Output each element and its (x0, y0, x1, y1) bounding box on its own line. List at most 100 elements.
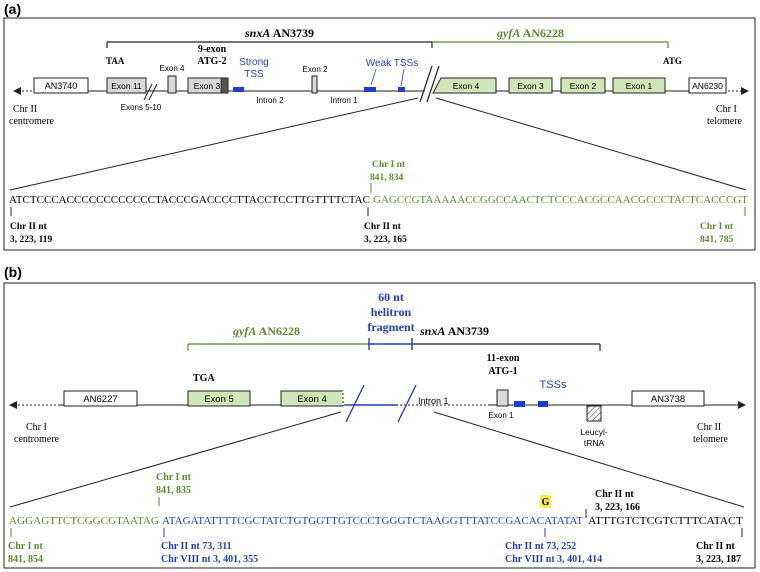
zoom-line-right-b (433, 411, 745, 508)
seq-a-chr2: ATCTCCCACCCCCCCCCCCCTACCCGACCCCTTACCTCCT… (9, 195, 370, 206)
helitron-label-3: fragment (367, 320, 414, 334)
zoom-line-right (435, 97, 747, 191)
exon3-small-label: Exon 3 (194, 81, 221, 91)
gyfa-exon4-label: Exon 4 (453, 81, 480, 91)
chr2-telomere-label-2: telomere (693, 434, 729, 445)
tss-mark-1 (514, 401, 525, 407)
chr1-telomere-label-2: telomere (707, 116, 743, 127)
seq-b-chr2: ATTTGTCTCGTCTTTCATACT (588, 516, 743, 527)
pos-right-label-1: Chr I nt (700, 222, 734, 232)
gene-an6227-box (63, 390, 138, 407)
chr1-centromere-label-1: Chr I (26, 422, 47, 433)
gyfa-exon2-box (560, 77, 606, 94)
atg1-label-1: 11-exon (487, 353, 520, 364)
chr1-nt-label-2: 841, 834 (370, 173, 404, 183)
chr1-nt-label-1: Chr I nt (372, 160, 406, 170)
gyfa-header: gyfA AN6228 (496, 26, 564, 40)
gyfa-bracket (432, 41, 669, 48)
snxa-header: snxA AN3739 (244, 26, 314, 40)
gene-an3740-label: AN3740 (45, 81, 78, 91)
exon5-label: Exon 5 (204, 394, 234, 405)
leucyl-label-1: Leucyl- (580, 427, 608, 437)
weak-tss-mark-1 (364, 87, 376, 92)
bot-green-label-1: Chr I nt (8, 541, 43, 552)
snxa-header-b: snxA AN3739 (419, 324, 489, 338)
atg2-label-2: ATG-2 (197, 56, 226, 67)
atg-label: ATG (663, 56, 682, 66)
chr2-centromere-label-2: centromere (9, 116, 55, 127)
gyfa-exon4-box (432, 77, 497, 94)
exon2-small-label: Exon 2 (303, 65, 328, 74)
snxa-bracket (106, 41, 433, 48)
seq-b-helitron: ATAGATATTTTCGCTATCTGTGGTTGTCCCTGGGTCTAAG… (162, 516, 583, 527)
chr1-centromere-label-2: centromere (14, 434, 60, 445)
helitron-slash-2 (397, 384, 417, 423)
gyfa-exon3-box (508, 77, 553, 94)
gyfa-exon1-label: Exon 1 (626, 81, 653, 91)
break-mark-1 (143, 83, 153, 101)
atg1-label-2: ATG-1 (488, 366, 517, 377)
panel-a-label: (a) (4, 1, 21, 17)
helitron-label-1: 60 nt (378, 290, 404, 304)
exon11-label: Exon 11 (111, 81, 142, 91)
chr-break-slash-1 (419, 65, 433, 103)
exon5-box (187, 390, 251, 407)
zoom-line-left-b (9, 411, 342, 508)
exon4-small-label: Exon 4 (160, 64, 185, 73)
helitron-slash-1 (345, 384, 365, 423)
helitron-bracket (368, 338, 413, 350)
seq-a-chr1: GAGCCGTAAAAACCGGCCAACTCTCCCACGCCAACGCCCT… (373, 195, 748, 206)
panel-b: (b) 60 nt helitron fragment gyfA AN6228 … (3, 264, 756, 569)
exon11-box (106, 77, 147, 94)
g-highlight-letter: G (542, 497, 550, 508)
top-black-label-2: 3, 223, 166 (595, 502, 640, 513)
tga-label: TGA (193, 373, 215, 384)
bot-black-label-1: Chr II nt (696, 541, 735, 552)
snxa-bracket-b (412, 343, 601, 351)
gyfa-exon1-box (612, 77, 666, 94)
exon1-label-b: Exon 1 (489, 411, 514, 420)
break-mark-2 (148, 83, 158, 101)
tsss-label: TSSs (540, 379, 567, 391)
zoom-line-left (9, 97, 419, 191)
weak-tss-pointer-2 (400, 68, 405, 87)
exon4-box-b (280, 390, 344, 407)
pos-left-label-2: 3, 223, 119 (10, 235, 52, 245)
gene-an3738-label: AN3738 (651, 394, 685, 405)
exon4-small-box (167, 75, 177, 94)
panel-b-border (3, 282, 756, 569)
gene-an3738-box (631, 390, 705, 407)
gene-an3740-box (33, 77, 89, 94)
bot-black-label-2: 3, 223, 187 (696, 554, 741, 565)
gyfa-bracket-b (187, 343, 369, 351)
pos-right-label-2: 841, 785 (700, 235, 734, 245)
intron1-label-b: Intron 1 (418, 396, 449, 406)
bot-blue2-label-2: Chr VIII nt 3, 401, 414 (505, 554, 602, 565)
bot-blue2-label-1: Chr II nt 73, 252 (505, 541, 576, 552)
atg2-label-1: 9-exon (198, 44, 227, 55)
intron1-label: Intron 1 (330, 96, 358, 105)
panel-b-label: (b) (4, 264, 22, 280)
exon2-small-box (311, 75, 318, 94)
pos-mid-label-1: Chr II nt (364, 222, 402, 232)
gyfa-exon3-label: Exon 3 (517, 81, 544, 91)
pos-left-label-1: Chr II nt (10, 222, 48, 232)
bot-green-label-2: 841, 854 (8, 554, 43, 565)
top-green-label-2: 841, 835 (156, 485, 191, 496)
chr1-telomere-label-1: Chr I (716, 104, 737, 115)
weak-tsss-label: Weak TSSs (366, 58, 418, 69)
bot-blue1-label-2: Chr VIII nt 3, 401, 355 (161, 554, 258, 565)
strong-tss-mark (233, 87, 244, 92)
chr-break-slash-2 (426, 65, 440, 103)
tss-mark-2 (538, 401, 548, 407)
gyfa-exon2-label: Exon 2 (570, 81, 597, 91)
exon4-label-b: Exon 4 (297, 394, 327, 405)
weak-tss-mark-2 (398, 87, 405, 92)
gene-an6230-label: AN6230 (692, 81, 723, 91)
bot-blue1-label-1: Chr II nt 73, 311 (161, 541, 232, 552)
gene-an6227-label: AN6227 (83, 394, 117, 405)
exon1-box-b (496, 389, 509, 407)
chr2-centromere-label-1: Chr II (13, 104, 37, 115)
chr2-telomere-label-1: Chr II (697, 422, 721, 433)
